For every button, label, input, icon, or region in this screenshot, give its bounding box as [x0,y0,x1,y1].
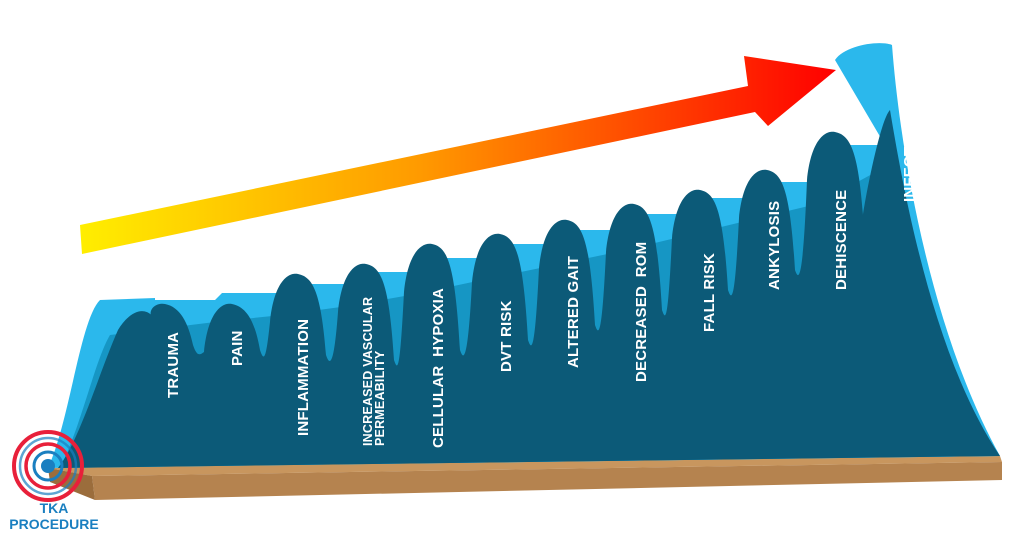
escalation-arrow [80,56,836,254]
stage-label: PAIN [229,330,246,366]
stage-label: DECREASED ROM [633,242,650,382]
stage-label: ANKYLOSIS [766,201,783,290]
ground-slab [92,462,1002,500]
stage-label: ALTERED GAIT [565,256,582,368]
target-icon [12,430,84,502]
stage-label: INFECTION [901,119,918,202]
stage-label: PERMEABILITY [373,350,387,446]
wave-body [58,110,1000,468]
stage-label: DEHISCENCE [833,190,850,290]
tka-line2: PROCEDURE [9,516,99,532]
tka-procedure-label: TKA PROCEDURE [4,500,104,532]
stage-label: FALL RISK [701,253,718,332]
stage-label: DVT RISK [498,300,515,372]
stage-label: INFLAMMATION [295,319,312,436]
stage-label: TRAUMA [165,332,182,398]
stage-label: INCREASED VASCULAR [361,297,375,446]
stage-label: CELLULAR HYPOXIA [430,288,447,448]
tka-line1: TKA [39,500,69,516]
ground-slab-top [48,456,1002,476]
